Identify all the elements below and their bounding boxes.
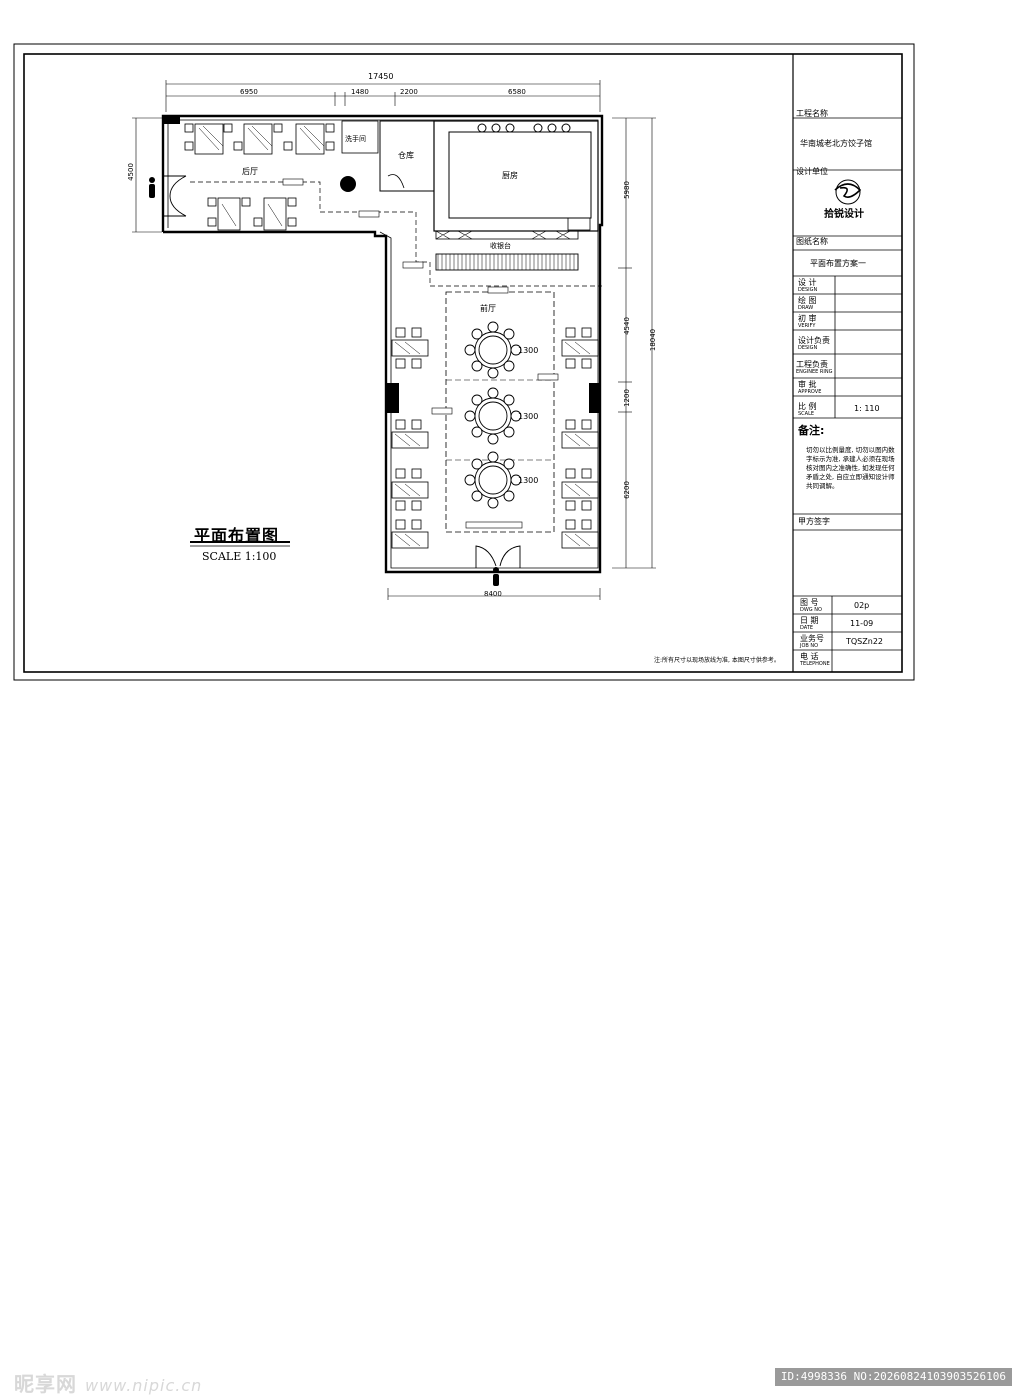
room-storage: 仓库	[398, 151, 414, 160]
watermark-footer: 昵享网 www.nipic.cn ID:4998336 NO:202608241…	[0, 682, 1024, 1396]
watermark-site-cn: 昵享网	[14, 1372, 77, 1396]
logo-text: 拾锐设计	[824, 209, 864, 220]
round-tables	[464, 321, 522, 509]
drawing-note: 注:所有尺寸以现场放线为准, 本图尺寸供参考。	[654, 657, 780, 664]
round-table-label-3: 1300	[518, 476, 539, 485]
kitchen-stoves	[477, 123, 571, 133]
dim-bottom-width: 8400	[484, 590, 502, 598]
round-table-label-2: 1300	[518, 412, 539, 421]
route-signs	[282, 178, 559, 529]
floor-plan-sheet	[13, 43, 915, 681]
round-table-1	[464, 321, 522, 379]
dim-right-seg-1: 5980	[622, 181, 631, 199]
date-value: 11-09	[850, 619, 874, 628]
watermark-site: 昵享网 www.nipic.cn	[14, 1368, 202, 1397]
dim-left-height: 4500	[126, 163, 135, 181]
dim-right-total: 18040	[649, 328, 658, 352]
dwg-no-value: 02p	[854, 601, 870, 610]
room-handwash: 洗手间	[345, 135, 366, 143]
round-table-2	[464, 387, 522, 445]
back-hall-tables	[184, 123, 335, 231]
drawing-scale: SCALE 1:100	[202, 550, 277, 563]
dimension-lines	[132, 80, 656, 600]
drawing-name-label: 图纸名称	[796, 237, 828, 246]
room-kitchen: 厨房	[502, 171, 518, 180]
dim-right-seg-4: 6200	[622, 481, 631, 499]
booth-tables	[391, 327, 599, 549]
room-back-hall: 后厅	[242, 167, 258, 176]
doors	[163, 175, 521, 568]
project-name: 华南城老北方饺子馆	[800, 139, 872, 148]
client-sign-label: 甲方签字	[798, 517, 830, 526]
tb-scale-value: 1: 110	[854, 404, 880, 413]
round-table-3	[464, 451, 522, 509]
round-table-label-1: 1300	[518, 346, 539, 355]
columns	[162, 116, 601, 413]
dim-right-seg-2: 4540	[622, 317, 631, 335]
dim-top-seg-3: 2200	[400, 88, 418, 96]
title-block-grid	[793, 117, 902, 672]
drawing-title: 平面布置图	[194, 526, 280, 545]
job-no-value: TQSZn22	[846, 637, 883, 646]
designer-logo-icon	[834, 179, 862, 205]
dim-top-seg-4: 6580	[508, 88, 526, 96]
design-unit-label: 设计单位	[796, 167, 828, 176]
dim-top-seg-2: 1480	[351, 88, 369, 96]
person-figures	[149, 177, 499, 586]
cashier-counter	[435, 217, 591, 271]
remarks-text: 切勿以比例量度, 切勿以图内数字标示为准, 承建人必须在现场核对图内之准确性, …	[806, 446, 895, 490]
room-cashier: 收银台	[490, 242, 511, 250]
remarks-label: 备注:	[798, 424, 825, 437]
project-name-label: 工程名称	[796, 109, 828, 118]
drawing-name: 平面布置方案一	[810, 259, 866, 268]
dim-right-seg-3: 1200	[622, 389, 631, 407]
dim-top-seg-1: 6950	[240, 88, 258, 96]
dim-overall-width: 17450	[368, 72, 394, 81]
room-main-hall: 前厅	[480, 304, 496, 313]
watermark-site-url: www.nipic.cn	[84, 1376, 203, 1395]
building-walls	[161, 114, 604, 574]
watermark-id: ID:4998336 NO:20260824103903526106	[774, 1368, 1012, 1386]
